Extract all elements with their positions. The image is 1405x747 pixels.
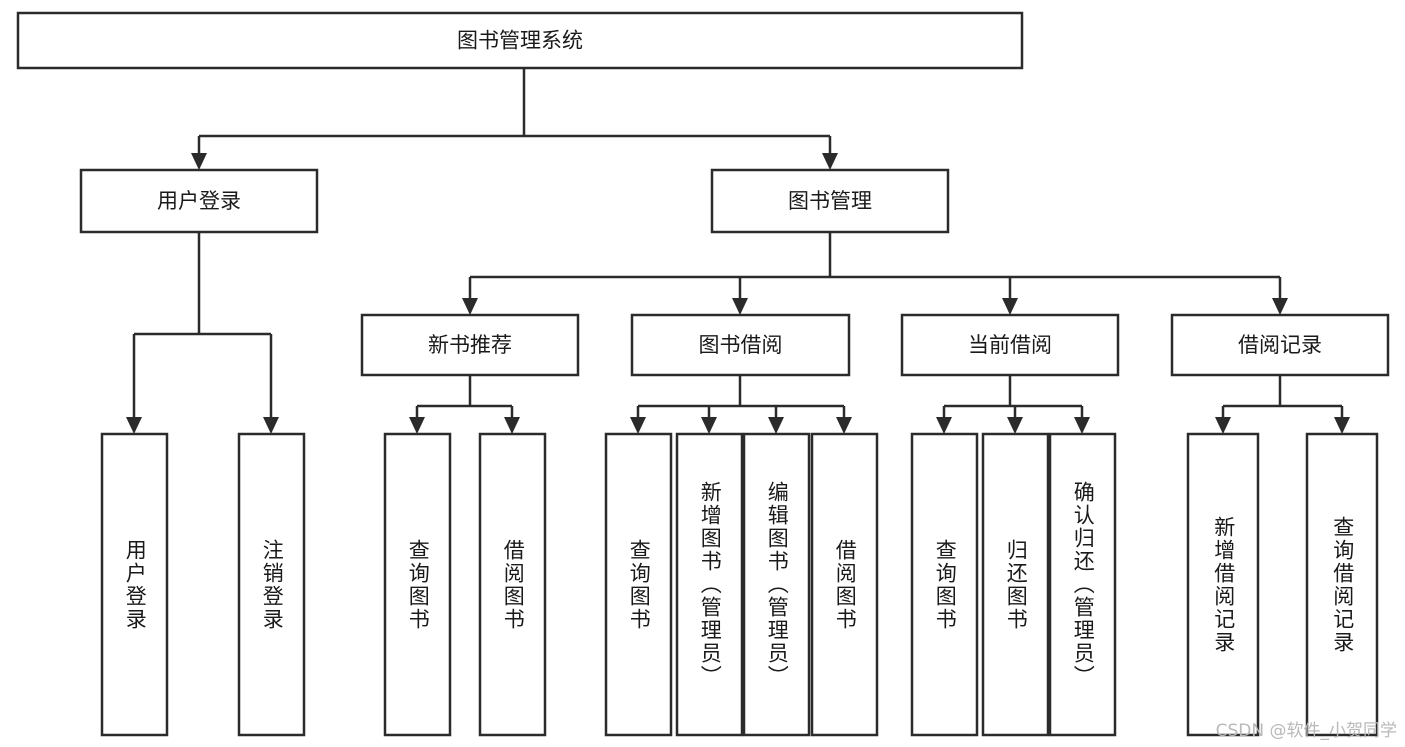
bookmgmt-to-level3-arrow-3 bbox=[1272, 298, 1288, 315]
leaf-node-label-10: 确认归还（管理员） bbox=[1071, 481, 1096, 688]
level3-group-0-arrow-1 bbox=[504, 417, 520, 434]
root-to-level2-arrow-1 bbox=[822, 153, 838, 170]
leaf-node-box-0 bbox=[100, 432, 169, 737]
leaf-node-box-2 bbox=[383, 432, 452, 737]
level3-group-0-arrow-0 bbox=[409, 417, 425, 434]
level2-node-label-1: 图书管理 bbox=[788, 189, 872, 213]
leaf-node-box-3 bbox=[478, 432, 547, 737]
level3-group-3-arrow-0 bbox=[1215, 417, 1231, 434]
level3-group-1-arrow-2 bbox=[768, 417, 784, 434]
leaf-node-label-8: 查询图书 bbox=[933, 538, 958, 631]
leaf-node-box-4 bbox=[604, 432, 673, 737]
leaf-node-label-12: 查询借阅记录 bbox=[1330, 515, 1355, 654]
leaf-node-box-6 bbox=[742, 432, 811, 737]
level3-node-box-2 bbox=[900, 313, 1120, 377]
level3-group-3-arrow-1 bbox=[1334, 417, 1350, 434]
leaf-node-box-10 bbox=[1048, 432, 1117, 737]
leaf-node-label-4: 查询图书 bbox=[627, 538, 652, 631]
edge-layer bbox=[126, 68, 1350, 434]
leaf-node-box-1 bbox=[237, 432, 306, 737]
root-node-label: 图书管理系统 bbox=[457, 29, 583, 53]
level3-node-label-3: 借阅记录 bbox=[1238, 333, 1322, 357]
level2-node-box-1 bbox=[710, 168, 950, 234]
level3-node-box-3 bbox=[1170, 313, 1390, 377]
watermark-text: CSDN @软件_小贺同学 bbox=[1215, 721, 1397, 741]
leaf-node-label-6: 编辑图书（管理员） bbox=[765, 481, 790, 688]
level3-group-1-arrow-3 bbox=[836, 417, 852, 434]
box-layer bbox=[16, 11, 1390, 737]
level3-group-1-arrow-1 bbox=[701, 417, 717, 434]
root-to-level2-arrow-0 bbox=[191, 153, 207, 170]
level3-node-box-1 bbox=[630, 313, 851, 377]
leaf-node-box-12 bbox=[1305, 432, 1379, 737]
level3-node-label-2: 当前借阅 bbox=[968, 333, 1052, 357]
level3-group-2-arrow-2 bbox=[1074, 417, 1090, 434]
leaf-node-box-9 bbox=[981, 432, 1050, 737]
level3-node-label-0: 新书推荐 bbox=[428, 333, 512, 357]
leaf-node-box-5 bbox=[675, 432, 744, 737]
level3-group-2-arrow-1 bbox=[1007, 417, 1023, 434]
root-node-box bbox=[16, 11, 1024, 70]
leaf-node-label-1: 注销登录 bbox=[260, 538, 285, 631]
level2-node-box-0 bbox=[79, 168, 319, 234]
bookmgmt-to-level3-arrow-2 bbox=[1002, 298, 1018, 315]
level3-node-label-1: 图书借阅 bbox=[699, 333, 783, 357]
leaf-node-box-11 bbox=[1186, 432, 1260, 737]
level3-group-1-arrow-0 bbox=[630, 417, 646, 434]
level3-node-box-0 bbox=[360, 313, 580, 377]
bookmgmt-to-level3-arrow-0 bbox=[462, 298, 478, 315]
leaf-node-label-0: 用户登录 bbox=[123, 538, 148, 631]
leaf-node-label-3: 借阅图书 bbox=[501, 538, 526, 631]
userlogin-to-leaves-arrow-0 bbox=[126, 417, 142, 434]
bookmgmt-to-level3-arrow-1 bbox=[732, 298, 748, 315]
userlogin-to-leaves-arrow-1 bbox=[263, 417, 279, 434]
level3-group-2-arrow-0 bbox=[936, 417, 952, 434]
leaf-node-box-7 bbox=[810, 432, 879, 737]
level2-node-label-0: 用户登录 bbox=[157, 189, 241, 213]
leaf-node-label-5: 新增图书（管理员） bbox=[698, 481, 723, 688]
leaf-node-label-9: 归还图书 bbox=[1004, 538, 1029, 631]
leaf-node-label-2: 查询图书 bbox=[406, 538, 431, 631]
leaf-node-box-8 bbox=[910, 432, 979, 737]
leaf-node-label-11: 新增借阅记录 bbox=[1211, 515, 1236, 654]
leaf-node-label-7: 借阅图书 bbox=[833, 538, 858, 631]
